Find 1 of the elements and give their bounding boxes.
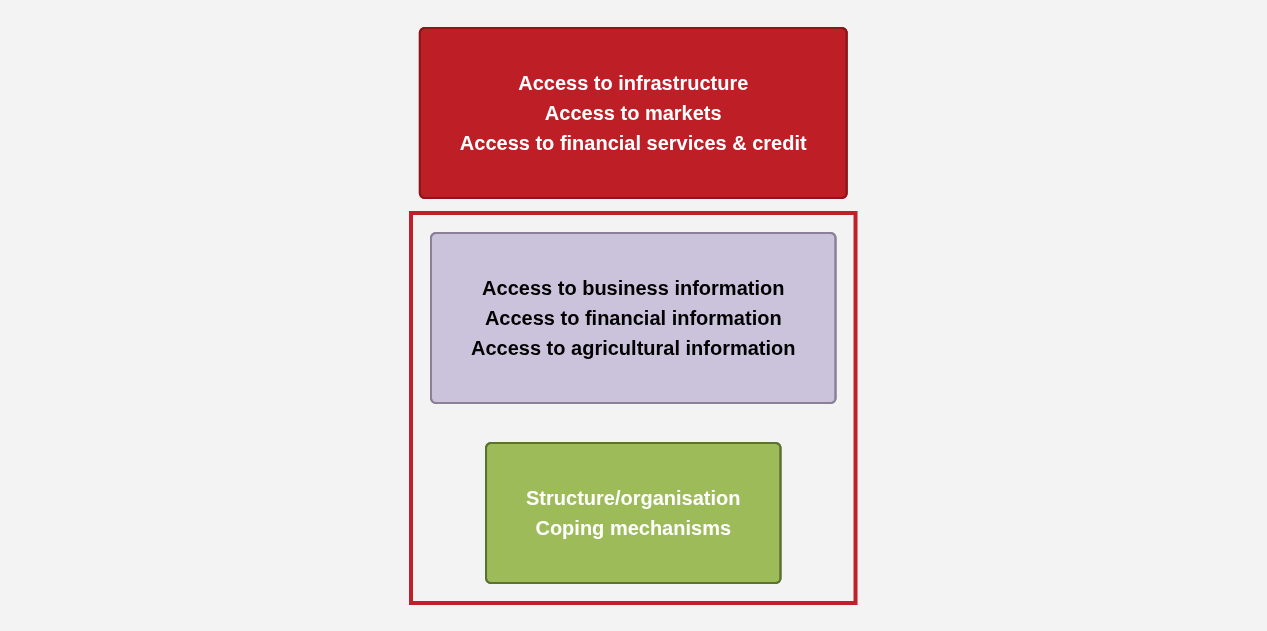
cluster [409,211,858,605]
